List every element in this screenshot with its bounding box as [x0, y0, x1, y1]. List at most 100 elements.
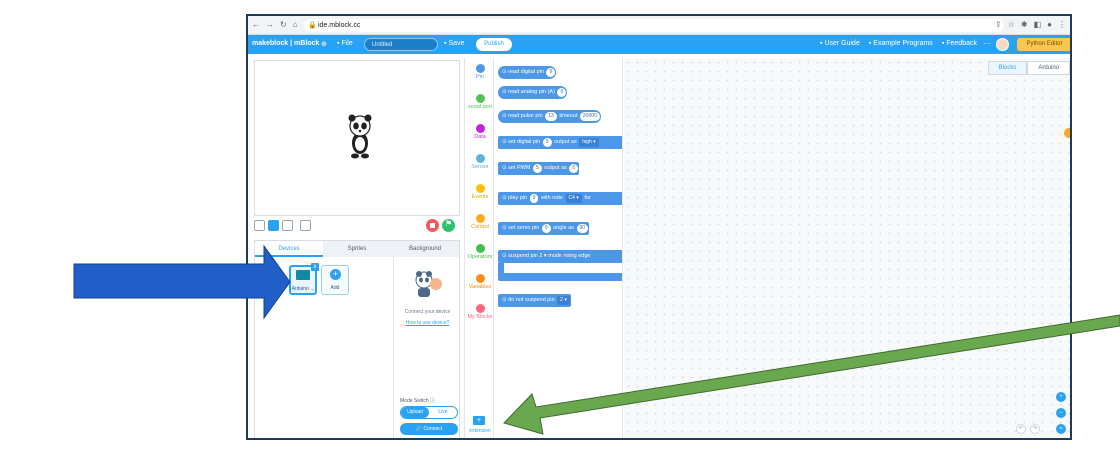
- category-dot: [475, 154, 485, 163]
- block-play-pin[interactable]: ⊙ play pin 9 with note C4 ▾ for: [498, 192, 622, 205]
- script-workspace[interactable]: Blocks Arduino + − = ↶ ↷: [624, 58, 1070, 438]
- block-set-servo-pin[interactable]: ⊙ set servo pin 9 angle as 90: [498, 222, 590, 235]
- remove-device-icon[interactable]: x: [311, 263, 319, 271]
- tab-blocks[interactable]: Blocks: [987, 61, 1028, 75]
- block-read-analog-pin[interactable]: ⊙ read analog pin (A) 0: [498, 86, 568, 99]
- address-bar[interactable]: 🔒 ide.mblock.cc: [304, 19, 1004, 32]
- mode-switch-toggle[interactable]: Upload Live: [400, 406, 458, 419]
- block-read-digital-pin[interactable]: ⊙ read digital pin 9: [498, 66, 557, 79]
- profile-icon[interactable]: ●: [1047, 20, 1052, 29]
- block-input[interactable]: 0: [557, 88, 567, 97]
- user-avatar[interactable]: [996, 38, 1009, 51]
- block-input[interactable]: 20000: [579, 112, 600, 121]
- fullscreen-icon[interactable]: [254, 220, 265, 231]
- add-extension-button[interactable]: +: [473, 416, 485, 425]
- address-text: ide.mblock.cc: [318, 22, 361, 29]
- block-input[interactable]: 9: [546, 68, 556, 77]
- reload-icon[interactable]: ↻: [280, 20, 287, 29]
- browser-nav: ← → ↻ ⌂: [252, 20, 298, 30]
- category-serial-port[interactable]: serial port: [465, 94, 495, 110]
- block-input[interactable]: 9: [529, 194, 539, 203]
- add-device-button[interactable]: + Add: [321, 265, 349, 295]
- block-set-pwm[interactable]: ⊙ set PWM 5 output as 0: [498, 162, 580, 175]
- category-sensor[interactable]: Sensor: [465, 154, 495, 170]
- zoom-out-icon[interactable]: −: [1056, 408, 1066, 418]
- user-guide-link[interactable]: ▪ User Guide: [820, 40, 860, 47]
- collapsed-panel-handle[interactable]: [1064, 128, 1070, 138]
- tab-background[interactable]: Background: [408, 246, 442, 252]
- feedback-link[interactable]: ▪ Feedback: [941, 40, 977, 47]
- zoom-reset-icon[interactable]: =: [1056, 424, 1066, 434]
- block-dropdown[interactable]: 2 ▾: [539, 253, 547, 259]
- stop-button[interactable]: [426, 219, 439, 232]
- kebab-menu-icon[interactable]: ⋮: [1058, 20, 1066, 29]
- language-globe-icon[interactable]: ⊕: [321, 41, 327, 48]
- category-operators[interactable]: Operators: [465, 244, 495, 260]
- block-text: output as: [544, 165, 567, 171]
- category-data[interactable]: Data: [465, 124, 495, 140]
- category-dot: [475, 124, 485, 133]
- block-text: play pin: [508, 195, 528, 201]
- back-icon[interactable]: ←: [252, 20, 260, 29]
- more-menu[interactable]: ···: [983, 39, 991, 48]
- redo-icon[interactable]: ↷: [1030, 424, 1040, 434]
- grid-view-icon[interactable]: [300, 220, 311, 231]
- category-my-blocks[interactable]: My Blocks: [465, 304, 495, 320]
- category-control[interactable]: Control: [465, 214, 495, 230]
- block-set-digital-pin[interactable]: ⊙ set digital pin 9 output as high ▾: [498, 136, 622, 149]
- plus-icon: +: [330, 269, 341, 280]
- category-dot: [475, 64, 485, 73]
- stage-canvas[interactable]: [254, 60, 460, 216]
- file-menu[interactable]: ▪ File: [337, 40, 353, 47]
- mode-live[interactable]: Live: [438, 409, 448, 415]
- tab-devices[interactable]: Devices: [255, 241, 323, 257]
- share-icon[interactable]: ⇪: [995, 20, 1002, 29]
- star-icon[interactable]: ☆: [1007, 20, 1015, 29]
- example-programs-link[interactable]: ▪ Example Programs: [868, 40, 933, 47]
- block-suspend-pin[interactable]: ⊙ suspend pin 2 ▾ mode rising edge: [498, 250, 622, 284]
- category-dot: [475, 304, 485, 313]
- block-text: set digital pin: [508, 139, 541, 145]
- publish-button[interactable]: Publish: [476, 38, 512, 51]
- tab-arduino[interactable]: Arduino: [1027, 61, 1070, 75]
- block-dropdown[interactable]: C4 ▾: [565, 194, 582, 203]
- lock-icon: 🔒: [308, 22, 317, 29]
- category-events[interactable]: Events: [465, 184, 495, 200]
- block-text: timeout: [559, 113, 578, 119]
- forward-icon[interactable]: →: [266, 20, 274, 29]
- green-flag-button[interactable]: [442, 219, 455, 232]
- panda-sprite[interactable]: [347, 113, 373, 159]
- block-input[interactable]: 13: [545, 112, 557, 121]
- block-input[interactable]: 5: [532, 164, 542, 173]
- block-read-pulse-pin[interactable]: ⊙ read pulse pin 13 timeout 20000: [498, 110, 601, 123]
- save-label: Save: [448, 40, 465, 47]
- large-stage-icon[interactable]: [282, 220, 293, 231]
- block-input[interactable]: 0: [569, 164, 579, 173]
- block-input[interactable]: 9: [541, 224, 551, 233]
- python-editor-button[interactable]: Python Editor: [1017, 38, 1070, 51]
- zoom-in-icon[interactable]: +: [1056, 392, 1066, 402]
- sidebar-icon[interactable]: ◧: [1033, 20, 1042, 29]
- project-title-input[interactable]: Untitled: [364, 38, 438, 51]
- category-pin[interactable]: Pin: [465, 64, 495, 80]
- block-palette: ⊙ read digital pin 9 ⊙ read analog pin (…: [495, 58, 623, 438]
- block-input[interactable]: 90: [576, 224, 589, 233]
- block-dropdown[interactable]: high ▾: [579, 138, 599, 147]
- block-dropdown[interactable]: 2 ▾: [557, 296, 570, 305]
- home-icon[interactable]: ⌂: [292, 20, 298, 29]
- undo-icon[interactable]: ↶: [1016, 424, 1026, 434]
- connect-button[interactable]: 🔗 Connect: [400, 423, 458, 435]
- save-button[interactable]: ▪ Save: [444, 40, 465, 47]
- tab-sprites[interactable]: Sprites: [347, 246, 367, 252]
- block-do-not-suspend-pin[interactable]: ⊙ do not suspend pin 2 ▾: [498, 294, 571, 307]
- block-input[interactable]: 9: [542, 138, 552, 147]
- device-tabs: Devices Sprites Background: [255, 241, 459, 257]
- extension-puzzle-icon[interactable]: ✱: [1020, 20, 1028, 29]
- mode-upload[interactable]: Upload: [401, 407, 429, 418]
- category-label: serial port: [467, 104, 493, 110]
- block-dropdown[interactable]: rising edge: [563, 253, 591, 259]
- device-card-arduino[interactable]: x Arduino ...: [289, 263, 319, 295]
- category-variables[interactable]: Variables: [465, 274, 495, 290]
- small-stage-icon[interactable]: [268, 220, 279, 231]
- how-to-use-device-link[interactable]: How to use device?: [405, 320, 450, 326]
